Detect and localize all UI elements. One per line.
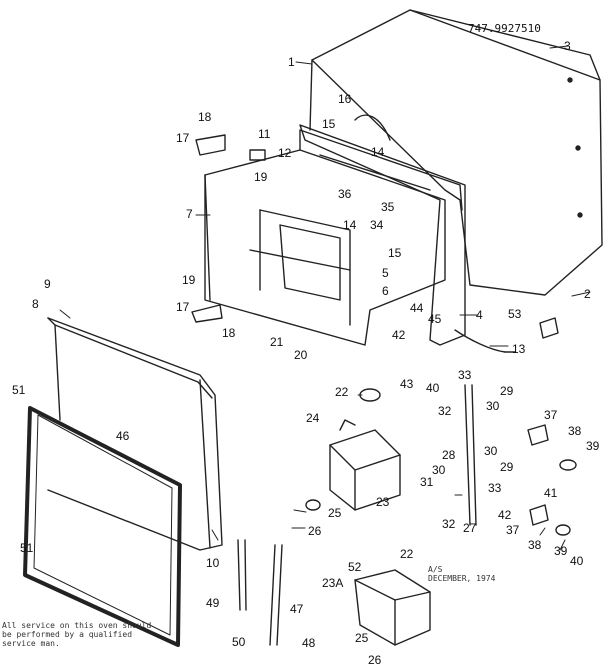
front-frame-shape [299, 124, 466, 346]
callout-31: 31 [420, 475, 434, 489]
interlock-rails-shape [237, 384, 477, 646]
callout-25b: 25 [355, 631, 369, 645]
callout-10: 10 [206, 556, 220, 570]
callout-49: 49 [206, 596, 220, 610]
callout-26b: 26 [368, 653, 382, 667]
callout-23: 23 [376, 495, 390, 509]
callout-29a: 29 [500, 384, 514, 398]
callout-30c: 30 [432, 463, 446, 477]
callout-32b: 32 [442, 517, 456, 531]
service-note: All service on this oven should be perfo… [2, 621, 152, 648]
callout-39a: 39 [586, 439, 600, 453]
door-glass-shape [23, 406, 182, 647]
callout-4: 4 [476, 308, 483, 322]
callout-17a: 17 [176, 131, 190, 145]
callout-33b: 33 [488, 481, 502, 495]
callout-9: 9 [44, 277, 51, 291]
callout-38b: 38 [528, 538, 542, 552]
leader-lines [59, 45, 591, 551]
callout-21: 21 [270, 335, 284, 349]
callout-18b: 18 [222, 326, 236, 340]
callout-18a: 18 [198, 110, 212, 124]
callout-48: 48 [302, 636, 316, 650]
oven-cavity-shape [204, 129, 463, 346]
callout-14b: 14 [343, 218, 357, 232]
callout-6: 6 [382, 284, 389, 298]
callout-53: 53 [508, 307, 522, 321]
magnetron-shape [329, 419, 401, 511]
callout-39b: 39 [554, 544, 568, 558]
callout-16: 16 [338, 92, 352, 106]
callout-35: 35 [381, 200, 395, 214]
callout-29b: 29 [500, 460, 514, 474]
callout-7: 7 [186, 207, 193, 221]
callout-2: 2 [584, 287, 591, 301]
callout-33a: 33 [458, 368, 472, 382]
callout-15b: 15 [388, 246, 402, 260]
callout-47: 47 [290, 602, 304, 616]
callout-19b: 19 [182, 273, 196, 287]
callout-41: 41 [544, 486, 558, 500]
callout-42a: 42 [392, 328, 406, 342]
callout-51a: 51 [12, 383, 26, 397]
callout-52: 52 [348, 560, 362, 574]
callout-22a: 22 [335, 385, 349, 399]
callout-42b: 42 [498, 508, 512, 522]
callout-24: 24 [306, 411, 320, 425]
callout-27: 27 [463, 521, 477, 535]
callout-30b: 30 [484, 444, 498, 458]
callout-20: 20 [294, 348, 308, 362]
callout-3: 3 [564, 39, 571, 53]
callout-30a: 30 [486, 399, 500, 413]
callout-37b: 37 [506, 523, 520, 537]
callout-32a: 32 [438, 404, 452, 418]
callout-37a: 37 [544, 408, 558, 422]
callout-1: 1 [288, 55, 295, 69]
callout-44: 44 [410, 301, 424, 315]
callout-14a: 14 [371, 145, 385, 159]
hardware-bits-shape [191, 114, 577, 536]
callout-38a: 38 [568, 424, 582, 438]
callout-45: 45 [428, 312, 442, 326]
callout-40a: 40 [426, 381, 440, 395]
callout-50: 50 [232, 635, 246, 649]
callout-5: 5 [382, 266, 389, 280]
power-cord-shape [454, 329, 516, 353]
callout-15a: 15 [322, 117, 336, 131]
callout-25a: 25 [328, 506, 342, 520]
callout-23a: 23A [322, 576, 344, 590]
callout-19a: 19 [254, 170, 268, 184]
callout-34: 34 [370, 218, 384, 232]
transformer-shape [354, 569, 431, 646]
callout-11: 11 [258, 127, 271, 141]
callout-17b: 17 [176, 300, 190, 314]
callout-46: 46 [116, 429, 130, 443]
callout-26a: 26 [308, 524, 322, 538]
callout-12: 12 [278, 146, 292, 160]
callout-51b: 51 [20, 541, 34, 555]
callout-8: 8 [32, 297, 39, 311]
outer-cabinet-shape [309, 9, 603, 296]
part-number-label: 747.9927510 [468, 22, 541, 35]
callout-22b: 22 [400, 547, 414, 561]
callout-43: 43 [400, 377, 414, 391]
callout-36: 36 [338, 187, 352, 201]
door-panel-shape [47, 317, 223, 551]
callout-13: 13 [512, 342, 526, 356]
callout-28: 28 [442, 448, 456, 462]
revision-date-note: A/S DECEMBER, 1974 [428, 565, 496, 583]
callout-40b: 40 [570, 554, 584, 568]
